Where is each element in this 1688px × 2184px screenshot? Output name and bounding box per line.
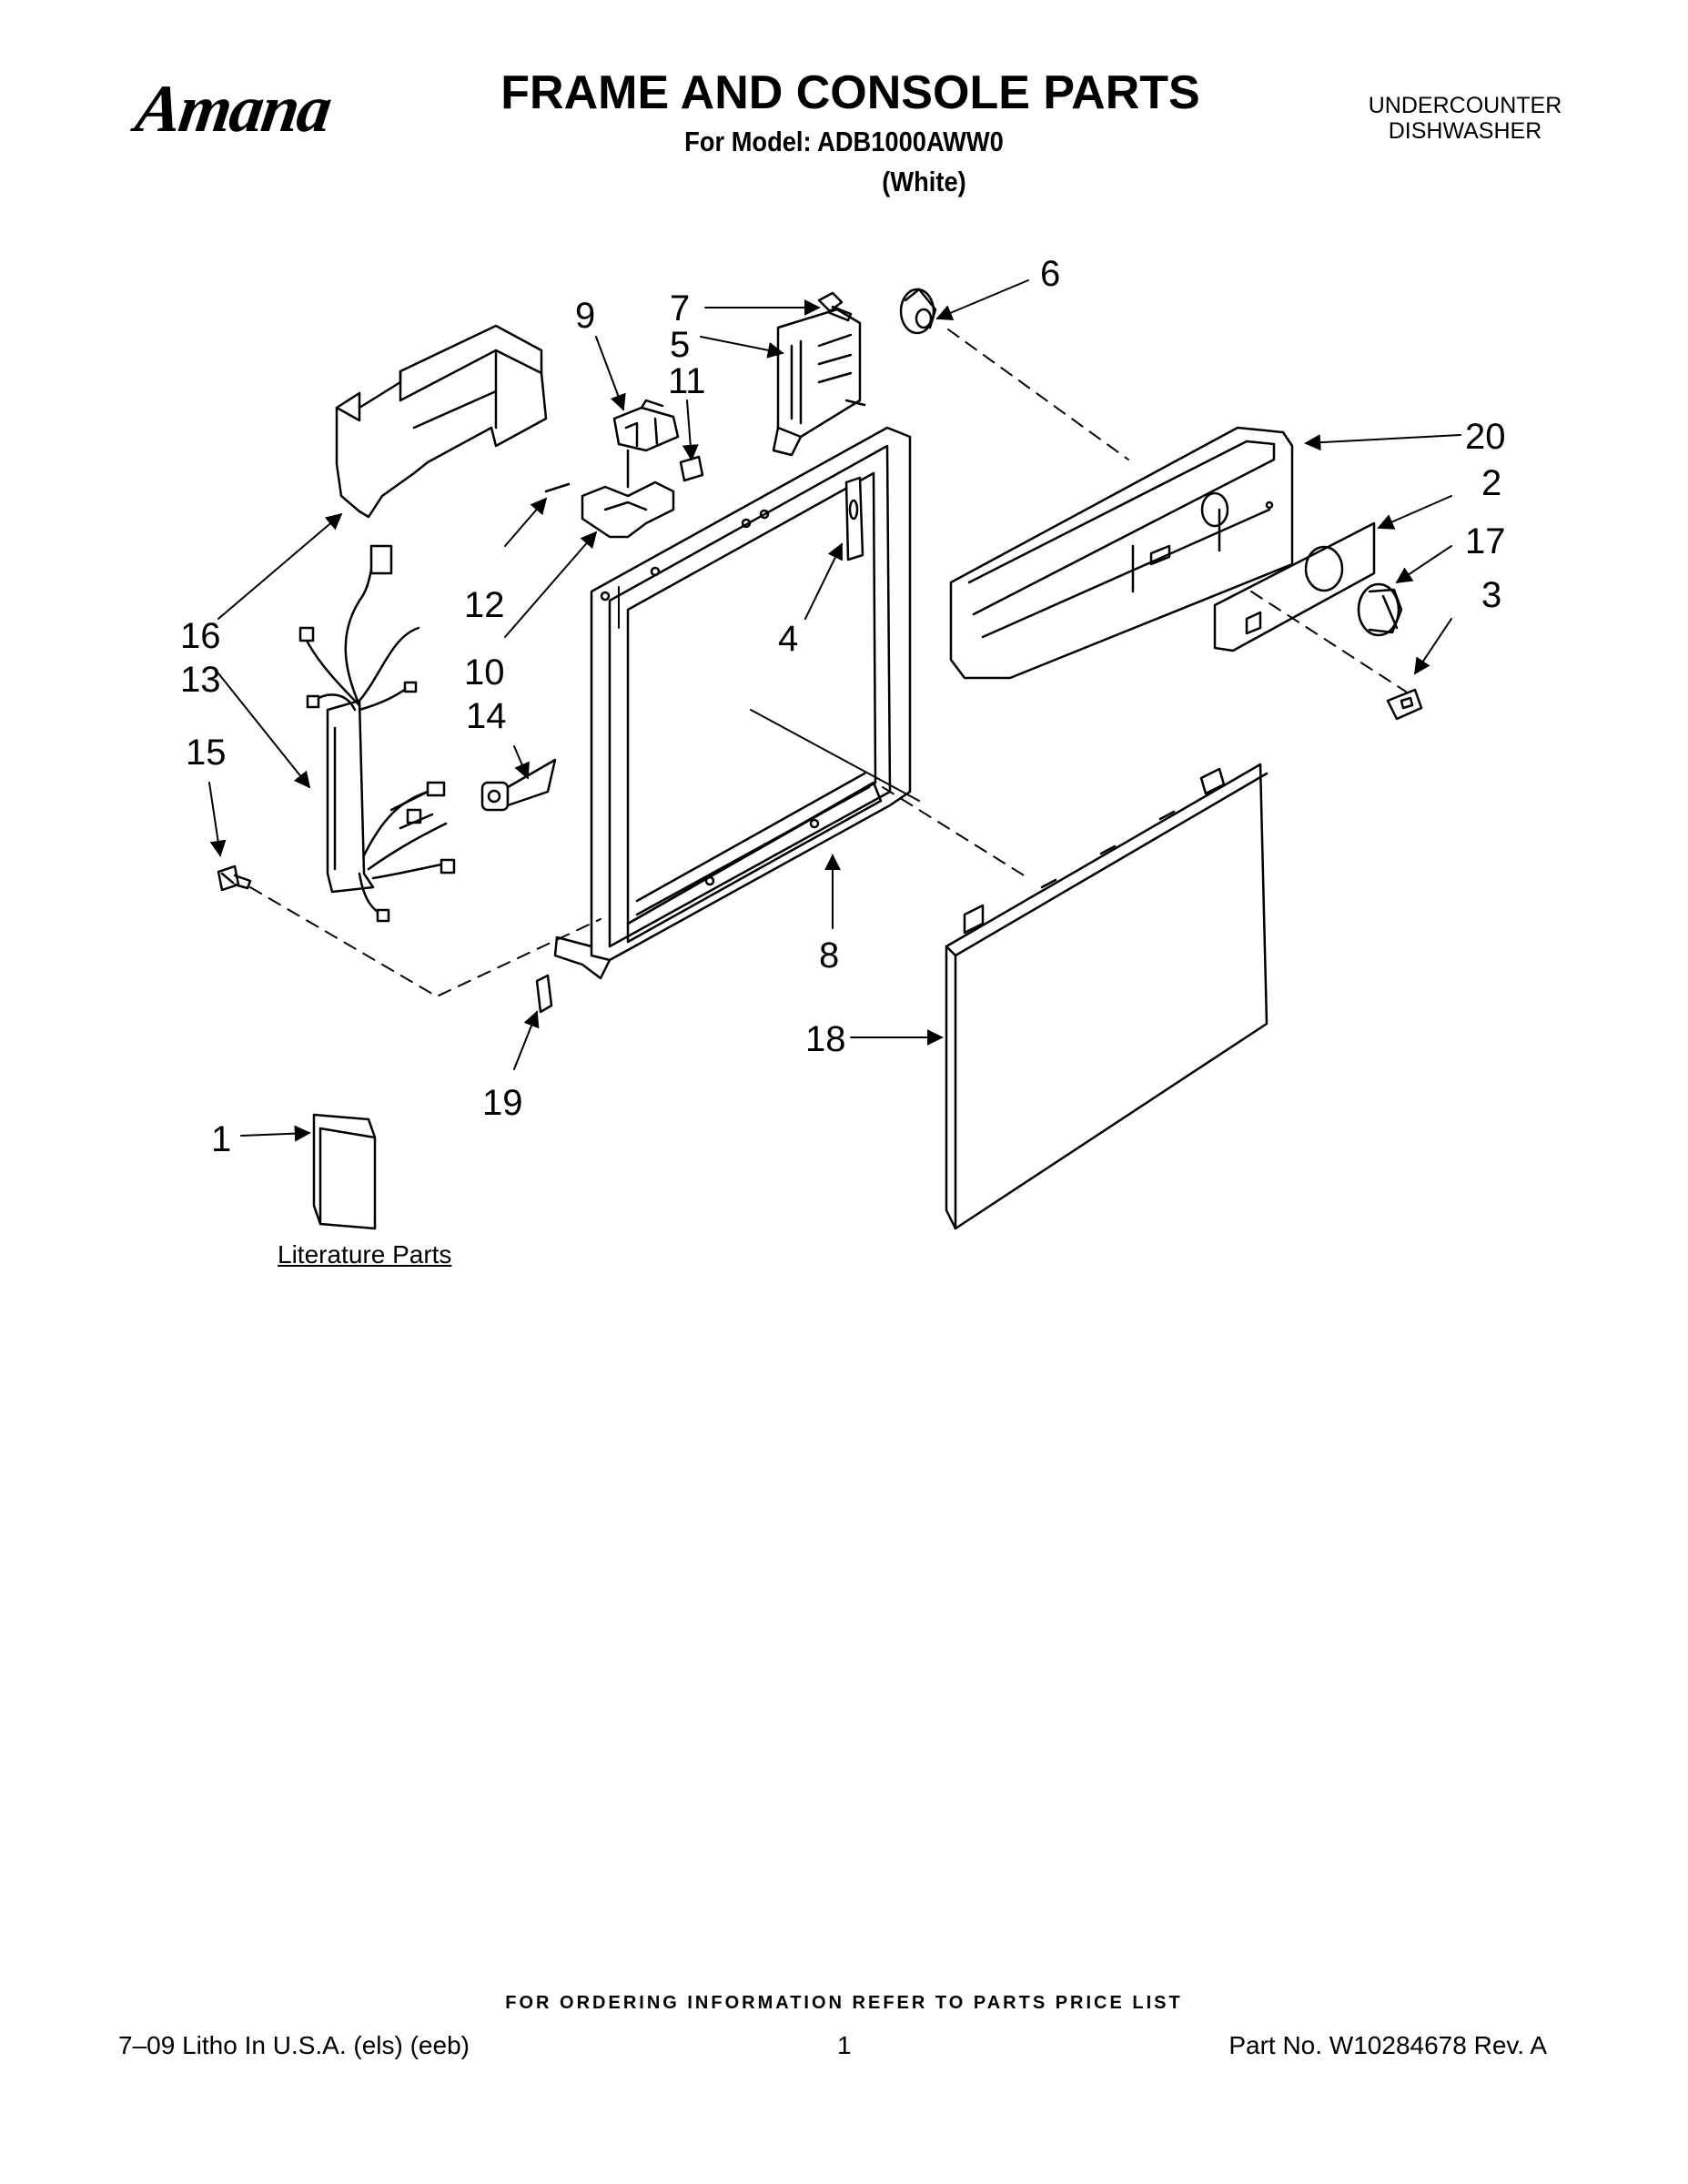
footer-print-info: 7–09 Litho In U.S.A. (els) (eeb) [118, 2031, 470, 2059]
callout-14: 14 [466, 696, 507, 736]
callout-12: 12 [464, 585, 505, 625]
product-type-line-1: UNDERCOUNTER [1368, 93, 1562, 118]
callout-18: 18 [805, 1019, 846, 1059]
exploded-parts-diagram: 7 5 6 9 11 12 10 4 20 2 17 3 16 13 15 14… [180, 254, 1506, 1230]
part-18-toe-panel [945, 763, 1269, 1230]
callout-13: 13 [180, 660, 221, 700]
literature-parts-label: Literature Parts [278, 1240, 452, 1269]
part-15-screw [217, 864, 252, 892]
callout-16: 16 [180, 616, 221, 656]
callout-8: 8 [819, 935, 839, 976]
part-2-overlay [1213, 521, 1376, 652]
product-type-line-2: DISHWASHER [1388, 118, 1542, 144]
callout-labels: 7 5 6 9 11 12 10 4 20 2 17 3 16 13 15 14… [180, 254, 1506, 1159]
page-number: 1 [837, 2031, 852, 2059]
part-17-knob [1357, 582, 1403, 637]
callout-arrows [208, 279, 1461, 1142]
callout-5: 5 [670, 325, 690, 365]
assembly-lines [249, 329, 1407, 997]
part-14-hose [480, 758, 557, 812]
part-19-clip [535, 974, 553, 1014]
part-6-knob [899, 288, 937, 335]
page-title: FRAME AND CONSOLE PARTS [500, 66, 1200, 119]
callout-20: 20 [1465, 417, 1506, 457]
ordering-note: FOR ORDERING INFORMATION REFER TO PARTS … [505, 1993, 1183, 2013]
callout-7: 7 [670, 288, 690, 329]
callout-9: 9 [575, 296, 595, 336]
callout-19: 19 [482, 1083, 523, 1123]
part-10-bracket [581, 449, 675, 539]
callout-17: 17 [1465, 521, 1506, 561]
callout-15: 15 [186, 733, 227, 773]
model-line: For Model: ADB1000AWW0 [684, 126, 1004, 157]
part-7-screw [817, 291, 853, 322]
callout-11: 11 [668, 361, 706, 401]
callout-4: 4 [778, 619, 798, 659]
part-3-button [1386, 688, 1423, 721]
part-1-literature [312, 1113, 377, 1230]
part-16-cover [335, 324, 548, 519]
part-12-strip [544, 482, 571, 493]
part-20-console [949, 426, 1294, 680]
callout-6: 6 [1040, 254, 1060, 294]
part-5-control [772, 308, 866, 457]
part-9-switch [612, 399, 680, 452]
part-number: Part No. W10284678 Rev. A [1228, 2031, 1547, 2059]
callout-10: 10 [464, 652, 505, 693]
callout-2: 2 [1481, 463, 1501, 503]
callout-1: 1 [211, 1119, 231, 1159]
color-line: (White) [882, 166, 966, 197]
callout-3: 3 [1481, 575, 1501, 615]
part-13-wire-harness [298, 544, 456, 923]
leader-lines-plain [618, 586, 920, 802]
